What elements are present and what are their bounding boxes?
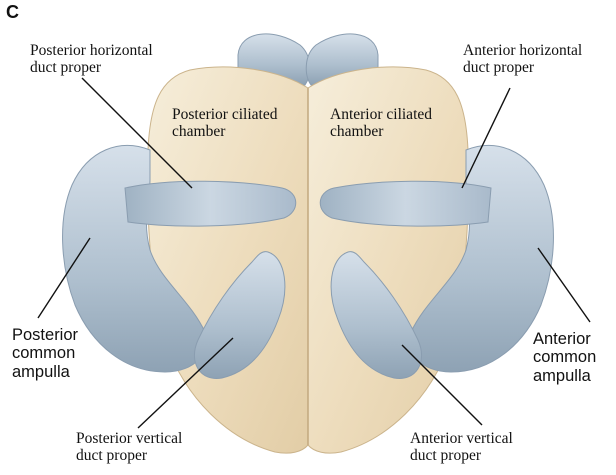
panel-letter: C — [6, 2, 19, 22]
label-posterior-vertical-duct: Posterior vertical duct proper — [76, 430, 182, 465]
posterior-horizontal-duct-shape — [125, 181, 296, 226]
label-posterior-horizontal-duct: Posterior horizontal duct proper — [30, 42, 153, 77]
label-posterior-ciliated-chamber: Posterior ciliated chamber — [172, 106, 277, 141]
label-anterior-vertical-duct: Anterior vertical duct proper — [410, 430, 513, 465]
label-anterior-common-ampulla: Anterior common ampulla — [533, 330, 596, 385]
label-posterior-common-ampulla: Posterior common ampulla — [12, 326, 78, 381]
label-anterior-ciliated-chamber: Anterior ciliated chamber — [330, 106, 432, 141]
anterior-horizontal-duct-shape — [320, 181, 491, 226]
label-anterior-horizontal-duct: Anterior horizontal duct proper — [463, 42, 582, 77]
